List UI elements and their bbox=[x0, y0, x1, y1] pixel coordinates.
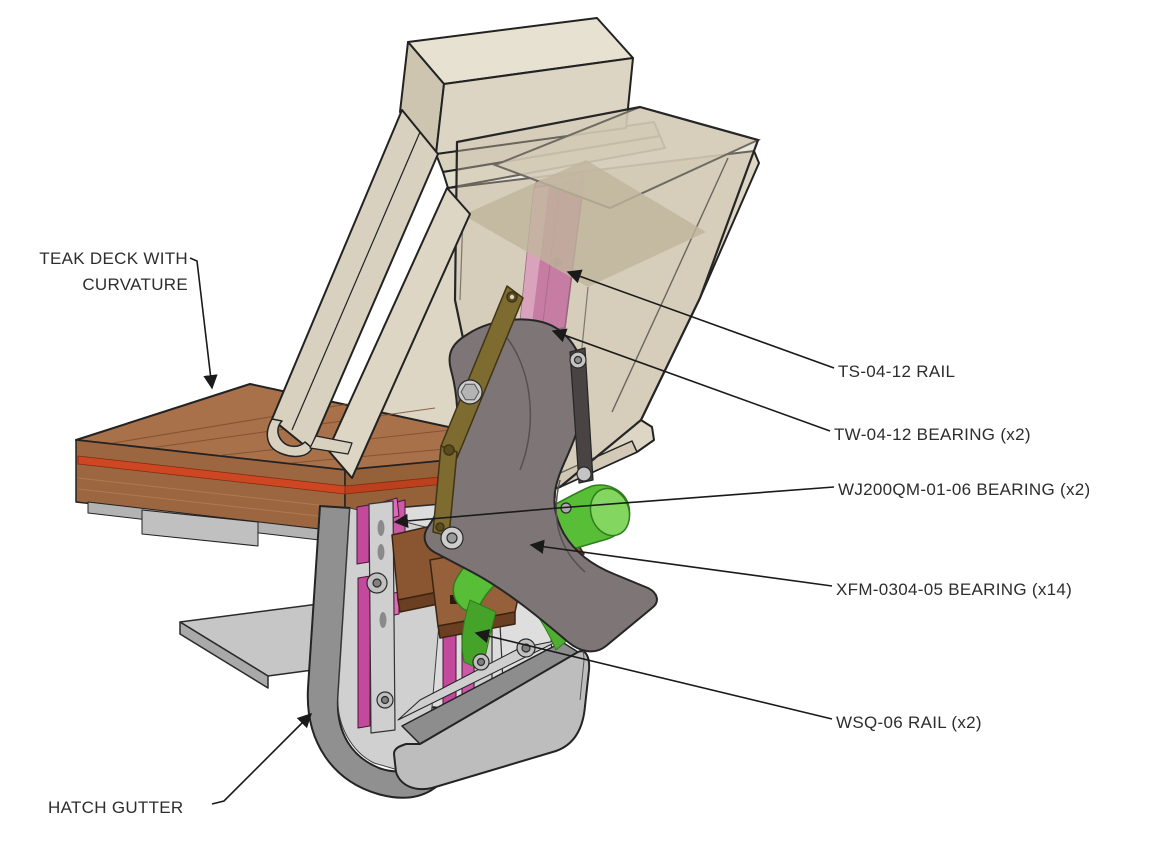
label-wsq-rail: WSQ-06 RAIL (x2) bbox=[836, 713, 982, 732]
label-tw-bearing: TW-04-12 BEARING (x2) bbox=[834, 425, 1031, 444]
olive-links bbox=[432, 285, 524, 537]
label-ts-rail: TS-04-12 RAIL bbox=[838, 362, 956, 381]
leader-ts-rail bbox=[566, 269, 835, 369]
leader-wsq-rail bbox=[474, 629, 833, 720]
wsq-rail-part bbox=[357, 575, 371, 729]
label-teak-deck-line2: CURVATURE bbox=[82, 275, 188, 294]
label-teak-deck: TEAK DECK WITH CURVATURE bbox=[6, 246, 188, 298]
swing-plate bbox=[423, 318, 658, 653]
leader-lines bbox=[189, 257, 835, 805]
deck-base-step bbox=[141, 509, 259, 547]
label-wj-bearing: WJ200QM-01-06 BEARING (x2) bbox=[838, 480, 1091, 499]
label-hatch-gutter: HATCH GUTTER bbox=[48, 798, 184, 817]
wsq-rail-left-assembly bbox=[356, 497, 406, 734]
leader-wj-bearing bbox=[393, 486, 835, 529]
label-xfm-bearing: XFM-0304-05 BEARING (x14) bbox=[836, 580, 1073, 599]
bolts bbox=[366, 351, 592, 709]
plate-link bbox=[569, 347, 594, 484]
support-shelf-edge bbox=[179, 621, 269, 689]
leader-tw-bearing bbox=[551, 328, 831, 432]
leader-hatch-gutter bbox=[211, 712, 313, 805]
wsq-rail-part bbox=[356, 504, 370, 565]
lid-left-slabs bbox=[266, 109, 471, 479]
label-teak-deck-line1: TEAK DECK WITH bbox=[39, 249, 188, 268]
leader-xfm-bearing bbox=[529, 539, 833, 587]
leader-teak-deck bbox=[189, 257, 218, 390]
lid-seal-hook bbox=[266, 418, 313, 458]
